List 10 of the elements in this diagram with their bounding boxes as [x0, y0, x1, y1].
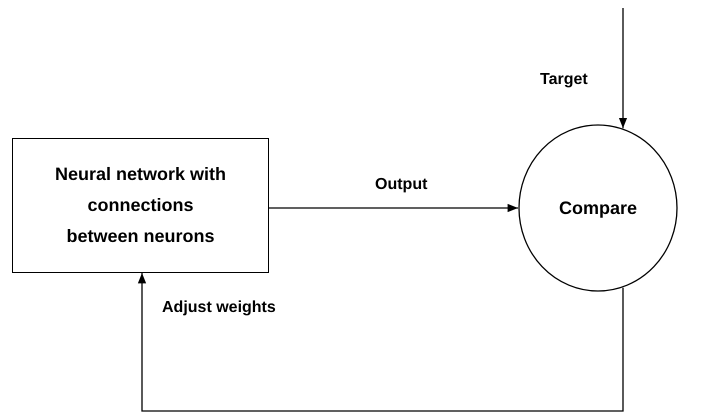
edge-label: Target [540, 70, 588, 90]
arrow [138, 273, 624, 412]
compare-ellipse [518, 124, 678, 292]
arrow [618, 8, 628, 128]
node-label: Neural network with connections between neurons [54, 163, 228, 248]
node-label: Compare [558, 196, 638, 220]
process-box [12, 138, 269, 273]
edge-label: Adjust weights [162, 298, 276, 318]
edge-label: Output [375, 175, 428, 195]
arrow [269, 204, 518, 212]
